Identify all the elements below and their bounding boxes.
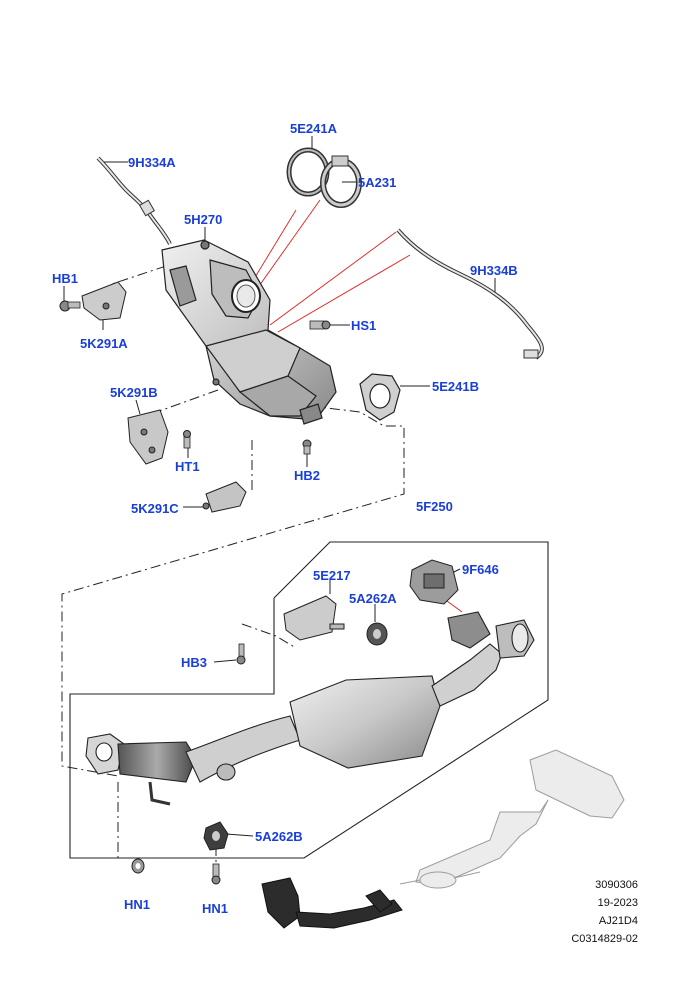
catalyst-5h270 xyxy=(161,239,337,425)
label-hb1: HB1 xyxy=(52,271,79,286)
bolt-hb2 xyxy=(302,439,312,455)
nut-hn1-right xyxy=(211,863,221,885)
label-9h334a: 9H334A xyxy=(128,155,176,170)
bracket-5k291b xyxy=(127,409,169,465)
label-5a231: 5A231 xyxy=(358,175,397,190)
label-ht1: HT1 xyxy=(175,459,200,474)
bracket-5k291c xyxy=(202,481,247,513)
assembly-outline xyxy=(69,541,549,859)
label-5a262b: 5A262B xyxy=(255,829,303,844)
label-5a262a: 5A262A xyxy=(349,591,397,606)
stud-hs1 xyxy=(309,320,331,330)
exhaust-assembly-5f250 xyxy=(85,611,535,806)
label-5k291c: 5K291C xyxy=(131,501,179,516)
label-5e217: 5E217 xyxy=(313,568,351,583)
isolator-5a262a xyxy=(366,622,388,646)
label-hb2: HB2 xyxy=(294,468,321,483)
label-9f646: 9F646 xyxy=(462,562,499,577)
stud-ht1 xyxy=(183,430,191,449)
reference-code-3: AJ21D4 xyxy=(598,915,638,927)
bolt-hb1 xyxy=(59,300,81,312)
label-hs1: HS1 xyxy=(351,318,377,333)
label-9h334b: 9H334B xyxy=(470,263,518,278)
reference-code-1: 3090306 xyxy=(595,879,638,891)
locator-thumbnail xyxy=(261,749,625,929)
bracket-5e217 xyxy=(283,595,345,641)
label-hn1-left: HN1 xyxy=(124,897,151,912)
reference-code-4: C0314829-02 xyxy=(571,933,638,945)
gasket-5e241b xyxy=(359,373,401,421)
bolt-hb3 xyxy=(236,643,246,665)
clamp-5a231 xyxy=(320,155,362,208)
label-5f250: 5F250 xyxy=(416,499,453,514)
label-5e241a: 5E241A xyxy=(290,121,337,136)
bracket-5k291a xyxy=(81,281,127,321)
sensor-pipe-9h334a xyxy=(96,156,172,245)
label-5e241b: 5E241B xyxy=(432,379,479,394)
label-5h270: 5H270 xyxy=(184,212,223,227)
label-5k291b: 5K291B xyxy=(110,385,158,400)
reference-code-2: 19-2023 xyxy=(597,897,638,909)
label-hb3: HB3 xyxy=(181,655,208,670)
label-5k291a: 5K291A xyxy=(80,336,128,351)
label-hn1-right: HN1 xyxy=(202,901,229,916)
isolator-5a262b xyxy=(203,821,229,851)
nut-hn1-left xyxy=(131,858,145,874)
sensor-pipe-9h334b xyxy=(396,228,544,360)
valve-9f646 xyxy=(409,559,459,605)
